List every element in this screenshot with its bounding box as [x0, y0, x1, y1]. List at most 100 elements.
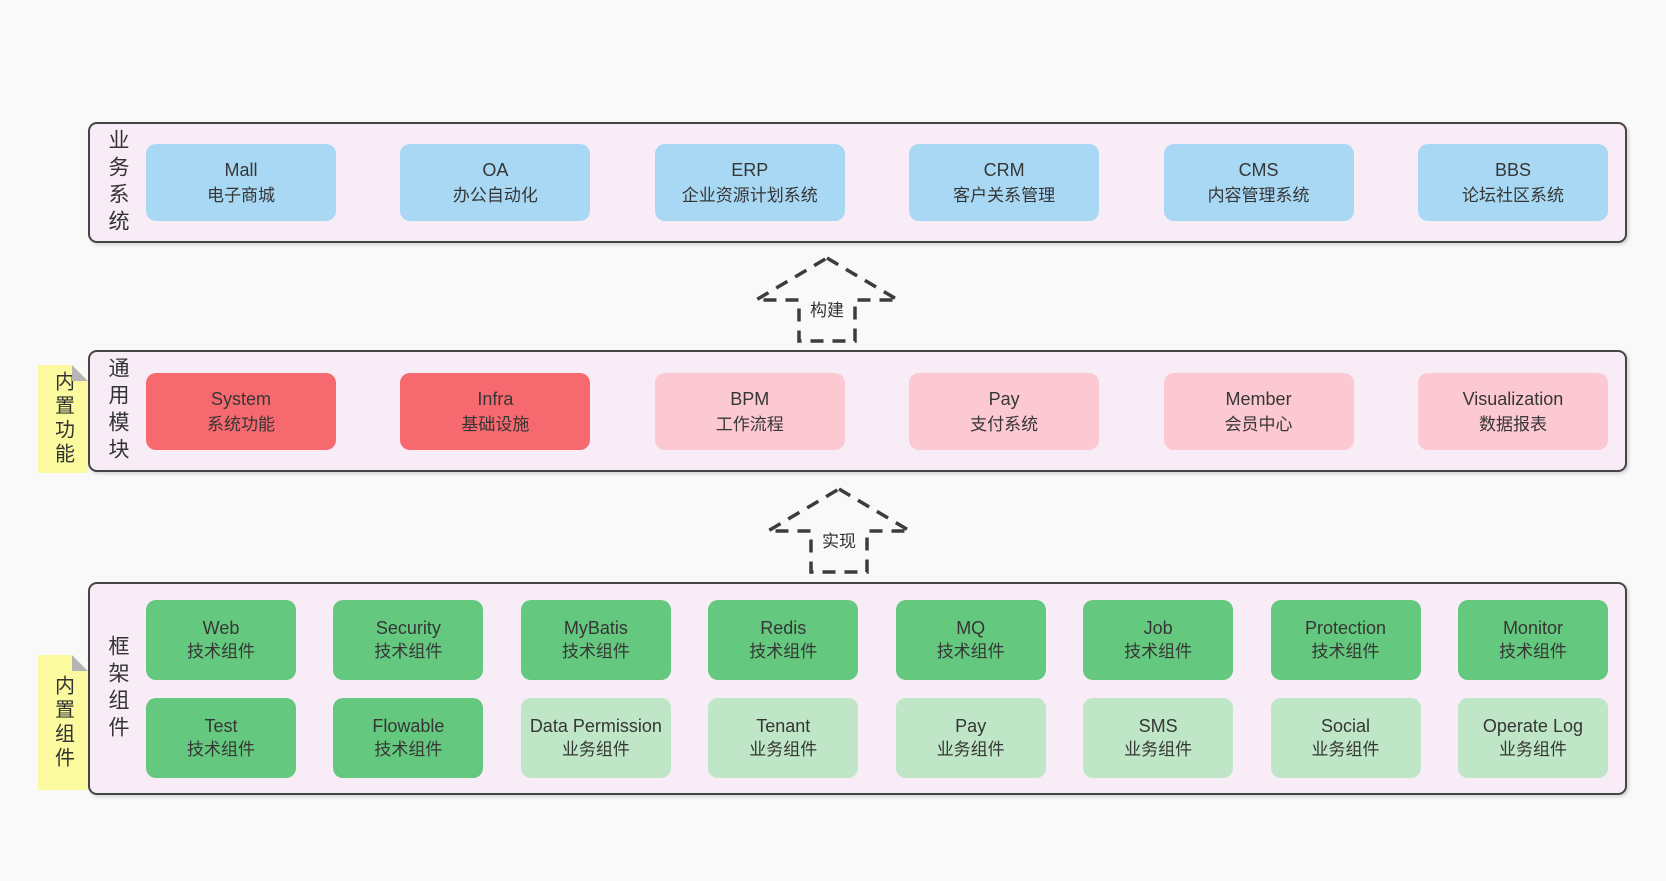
sticky-builtin-components-label: 内置组件: [51, 674, 74, 771]
box-subtitle: 技术组件: [187, 739, 255, 759]
box-subtitle: 支付系统: [970, 414, 1039, 434]
box-subtitle: 论坛社区系统: [1461, 186, 1564, 205]
box-title: Web: [202, 617, 240, 638]
box-title: MQ: [956, 617, 986, 638]
layer-framework-components: 框架组件 Web 技术组件 Security 技术组件 MyBatis 技术组件…: [88, 582, 1627, 795]
box-crm: CRM 客户关系管理: [909, 144, 1100, 221]
box-subtitle: 基础设施: [461, 414, 530, 434]
box-title: CRM: [983, 160, 1025, 180]
box-title: Security: [375, 617, 441, 638]
box-subtitle: 数据报表: [1478, 414, 1547, 434]
box-subtitle: 客户关系管理: [953, 186, 1056, 205]
box-title: Visualization: [1462, 388, 1564, 409]
box-pay-module: Pay 支付系统: [909, 372, 1100, 450]
box-subtitle: 电子商城: [207, 186, 275, 205]
box-subtitle: 技术组件: [936, 641, 1005, 661]
box-subtitle: 技术组件: [374, 641, 443, 661]
box-title: Pay: [988, 388, 1020, 409]
box-title: Operate Log: [1482, 715, 1583, 736]
box-cms: CMS 内容管理系统: [1163, 144, 1354, 221]
box-subtitle: 技术组件: [187, 641, 255, 661]
business-components-row: Test 技术组件 Flowable 技术组件 Data Permission …: [146, 697, 1608, 778]
box-title: System: [210, 388, 271, 409]
box-subtitle: 办公自动化: [452, 186, 538, 205]
box-mq: MQ 技术组件: [895, 599, 1046, 680]
box-security: Security 技术组件: [333, 599, 484, 680]
box-subtitle: 业务组件: [1311, 739, 1380, 759]
common-modules-boxes: System 系统功能 Infra 基础设施 BPM 工作流程 Pay 支付系统…: [144, 352, 1625, 470]
box-subtitle: 业务组件: [749, 739, 818, 759]
box-subtitle: 会员中心: [1224, 414, 1293, 434]
sticky-builtin-components: 内置组件: [38, 655, 88, 790]
arrow-implement: 实现: [764, 486, 914, 576]
box-subtitle: 企业资源计划系统: [681, 186, 818, 205]
box-operate-log: Operate Log 业务组件: [1457, 697, 1608, 778]
box-title: Tenant: [756, 715, 811, 736]
box-title: Job: [1143, 617, 1173, 638]
sticky-builtin-features-label: 内置功能: [51, 371, 74, 467]
box-member: Member 会员中心: [1163, 372, 1354, 450]
layer-common-modules: 通用模块 System 系统功能 Infra 基础设施 BPM 工作流程 Pay…: [88, 350, 1627, 472]
box-bpm: BPM 工作流程: [654, 372, 845, 450]
box-title: Redis: [760, 617, 807, 638]
box-subtitle: 工作流程: [715, 414, 784, 434]
box-title: ERP: [731, 160, 769, 180]
sticky-builtin-features: 内置功能: [38, 365, 88, 473]
arrow-implement-label: 实现: [818, 526, 860, 553]
box-subtitle: 技术组件: [1498, 641, 1567, 661]
box-title: Monitor: [1502, 617, 1563, 638]
box-title: BPM: [730, 388, 770, 409]
box-infra: Infra 基础设施: [400, 372, 591, 450]
box-bbs: BBS 论坛社区系统: [1417, 144, 1608, 221]
box-subtitle: 技术组件: [374, 739, 443, 759]
box-data-permission: Data Permission 业务组件: [520, 697, 671, 778]
box-subtitle: 业务组件: [561, 739, 630, 759]
box-visualization: Visualization 数据报表: [1417, 372, 1608, 450]
box-redis: Redis 技术组件: [708, 599, 859, 680]
box-job: Job 技术组件: [1083, 599, 1234, 680]
business-systems-boxes: Mall 电子商城 OA 办公自动化 ERP 企业资源计划系统 CRM 客户关系…: [144, 124, 1625, 241]
box-subtitle: 技术组件: [1311, 641, 1380, 661]
box-title: Member: [1225, 388, 1292, 409]
box-title: BBS: [1494, 160, 1531, 180]
box-subtitle: 技术组件: [749, 641, 818, 661]
box-title: Test: [204, 715, 238, 736]
box-title: Mall: [224, 160, 258, 180]
box-title: Data Permission: [529, 715, 662, 736]
box-subtitle: 业务组件: [1498, 739, 1567, 759]
box-social: Social 业务组件: [1270, 697, 1421, 778]
layer-framework-components-label: 框架组件: [106, 634, 129, 743]
box-erp: ERP 企业资源计划系统: [654, 144, 845, 221]
box-tenant: Tenant 业务组件: [708, 697, 859, 778]
arrow-build-label: 构建: [806, 295, 848, 322]
box-title: Pay: [955, 715, 987, 736]
layer-business-systems-label: 业务系统: [106, 128, 129, 237]
box-flowable: Flowable 技术组件: [333, 697, 484, 778]
box-pay-component: Pay 业务组件: [895, 697, 1046, 778]
box-oa: OA 办公自动化: [400, 144, 591, 221]
tech-components-row: Web 技术组件 Security 技术组件 MyBatis 技术组件 Redi…: [146, 599, 1608, 680]
box-subtitle: 技术组件: [561, 641, 630, 661]
folded-corner-icon: [72, 365, 88, 381]
folded-corner-icon: [72, 655, 88, 671]
layer-common-modules-label: 通用模块: [106, 357, 129, 465]
box-title: Infra: [477, 388, 514, 409]
box-title: CMS: [1238, 160, 1279, 180]
box-protection: Protection 技术组件: [1270, 599, 1421, 680]
box-title: SMS: [1138, 715, 1178, 736]
box-title: Protection: [1305, 617, 1387, 638]
box-system: System 系统功能: [146, 372, 336, 450]
arrow-build: 构建: [752, 255, 902, 345]
box-subtitle: 内容管理系统: [1207, 186, 1310, 205]
box-mall: Mall 电子商城: [146, 144, 336, 221]
box-subtitle: 系统功能: [207, 414, 275, 434]
box-sms: SMS 业务组件: [1083, 697, 1234, 778]
layer-business-systems: 业务系统 Mall 电子商城 OA 办公自动化 ERP 企业资源计划系统 CRM…: [88, 122, 1627, 243]
box-title: OA: [482, 160, 509, 180]
box-subtitle: 业务组件: [1124, 739, 1193, 759]
box-title: MyBatis: [563, 617, 628, 638]
box-test: Test 技术组件: [146, 697, 296, 778]
box-web: Web 技术组件: [146, 599, 296, 680]
box-title: Social: [1321, 715, 1371, 736]
